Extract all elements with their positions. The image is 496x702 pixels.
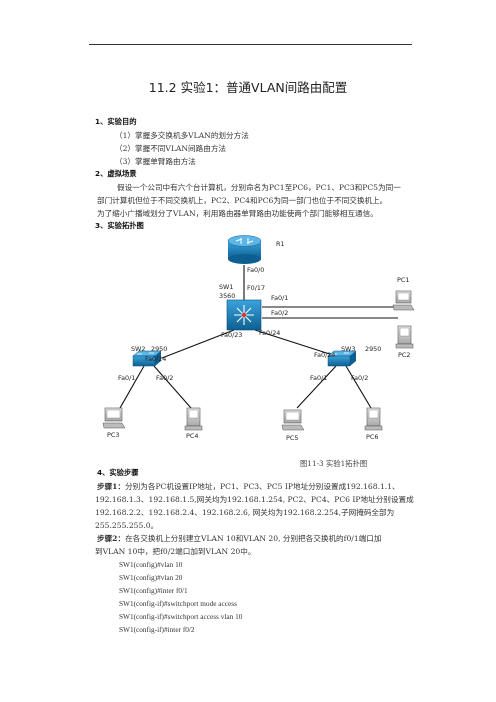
port-label: Fa0/2 (271, 309, 289, 317)
pc-label: PC2 (398, 351, 411, 359)
paragraph-line: 255.255.255.0。 (95, 521, 159, 530)
port-label: Fa0/23 (221, 331, 243, 339)
switch-icon-sw2 (132, 350, 162, 367)
code-line: SW1(config)#vlan 10 (119, 560, 183, 569)
code-line: SW1(config-if)#inter f0/2 (119, 625, 195, 634)
list-item: （1）掌握多交换机多VLAN的划分方法 (115, 131, 249, 140)
code-line: SW1(config-if)#switchport access vlan 10 (119, 612, 243, 621)
list-item: （2）掌握不同VLAN间路由方法 (115, 144, 227, 153)
port-label: Fa0/24 (259, 329, 281, 337)
port-label: Fa0/1 (118, 374, 136, 382)
links (119, 265, 398, 409)
pc-label: PC6 (366, 433, 379, 441)
pc-icon-pc3 (102, 407, 126, 429)
pc-label: PC5 (286, 434, 299, 442)
paragraph-line: 假设一个公司中有六个台计算机，分别命名为PC1至PC6，PC1、PC3和PC5为… (117, 183, 401, 192)
paragraph-line: 步骤1：分别为各PC机设置IP地址，PC1、PC3、PC5 IP地址分别设置成1… (97, 481, 400, 492)
step-text: 在各交换机上分别建立VLAN 10和VLAN 20, 分别把各交换机的f0/1端… (125, 534, 382, 543)
pc-label: PC4 (186, 432, 199, 440)
paragraph-line: 为了缩小广播域划分了VLAN，利用路由器单臂路由功能使两个部门能够相互通信。 (97, 209, 378, 218)
link-sw3-pc6 (345, 365, 372, 409)
switch-model-label: 3560 (219, 292, 236, 300)
pc-label: PC1 (397, 276, 410, 284)
code-line: SW1(config)#inter f0/1 (119, 586, 188, 595)
paragraph-line: 步骤2：在各交换机上分别建立VLAN 10和VLAN 20, 分别把各交换机的f… (97, 533, 381, 544)
pc-icon-pc4 (184, 407, 203, 431)
section-heading: 4、实验步骤 (97, 468, 139, 477)
multilayer-switch-icon (226, 299, 262, 331)
paragraph-line: 到VLAN 10中，把f0/2端口加到VLAN 20中。 (95, 547, 256, 556)
code-line: SW1(config-if)#switchport mode access (119, 599, 237, 608)
switch-label: SW2 (131, 345, 146, 353)
link-sw1-sw2 (161, 329, 235, 359)
page-title: 11.2 实验1：普通VLAN间路由配置 (148, 80, 348, 95)
port-label: Fa0/2 (351, 374, 369, 382)
paragraph-line: 部门计算机但位于不同交换机上，PC2、PC4和PC6为同一部门也位于不同交换机上… (97, 196, 388, 205)
pc-label: PC3 (107, 431, 120, 439)
step-text: 分别为各PC机设置IP地址，PC1、PC3、PC5 IP地址分别设置成192.1… (125, 482, 400, 491)
port-label: Fa0/0 (247, 266, 265, 274)
link-sw2-pc3 (119, 365, 145, 409)
link-sw2-pc4 (153, 365, 192, 409)
port-label: Fa0/1 (310, 374, 328, 382)
link-sw3-pc5 (296, 365, 337, 409)
switch-label: SW3 (341, 345, 356, 353)
section-heading: 1、实验目的 (95, 117, 137, 126)
router-label: R1 (276, 240, 285, 248)
header-rule (89, 44, 412, 45)
port-label: F0/17 (247, 284, 266, 292)
port-label: Fa0/2 (156, 374, 174, 382)
code-line: SW1(config)#vlan 20 (119, 573, 183, 582)
link-sw1-sw3 (254, 329, 343, 359)
switch-model-label: 2950 (151, 345, 168, 353)
pc-icon-pc2 (395, 325, 414, 349)
section-heading: 3、实验拓扑图 (95, 221, 144, 230)
switch-label: SW1 (219, 283, 234, 291)
pc-icon-pc1 (392, 290, 415, 311)
list-item: （3）掌握单臂路由方法 (115, 157, 196, 166)
pc-icon-pc5 (281, 409, 305, 431)
router-icon (227, 235, 262, 264)
switch-model-label: 2950 (365, 345, 382, 353)
port-label: Fa0/24 (145, 355, 167, 363)
switch-icon-sw3 (327, 350, 357, 367)
step-label: 步骤1： (97, 482, 126, 491)
paragraph-line: 192.168.2.2、192.168.2.4、192.168.2.6, 网关均… (95, 508, 395, 517)
pc-icon-pc6 (364, 407, 383, 431)
figure-caption: 图11-3 实验1拓扑图 (300, 459, 368, 468)
step-label: 步骤2： (97, 534, 126, 543)
section-heading: 2、虚拟场景 (95, 169, 137, 178)
port-label: Fa0/1 (271, 294, 289, 302)
paragraph-line: 192.168.1.3、192.168.1.5,网关均为192.168.1.25… (95, 495, 414, 504)
port-label: Fa0/24 (314, 351, 336, 359)
